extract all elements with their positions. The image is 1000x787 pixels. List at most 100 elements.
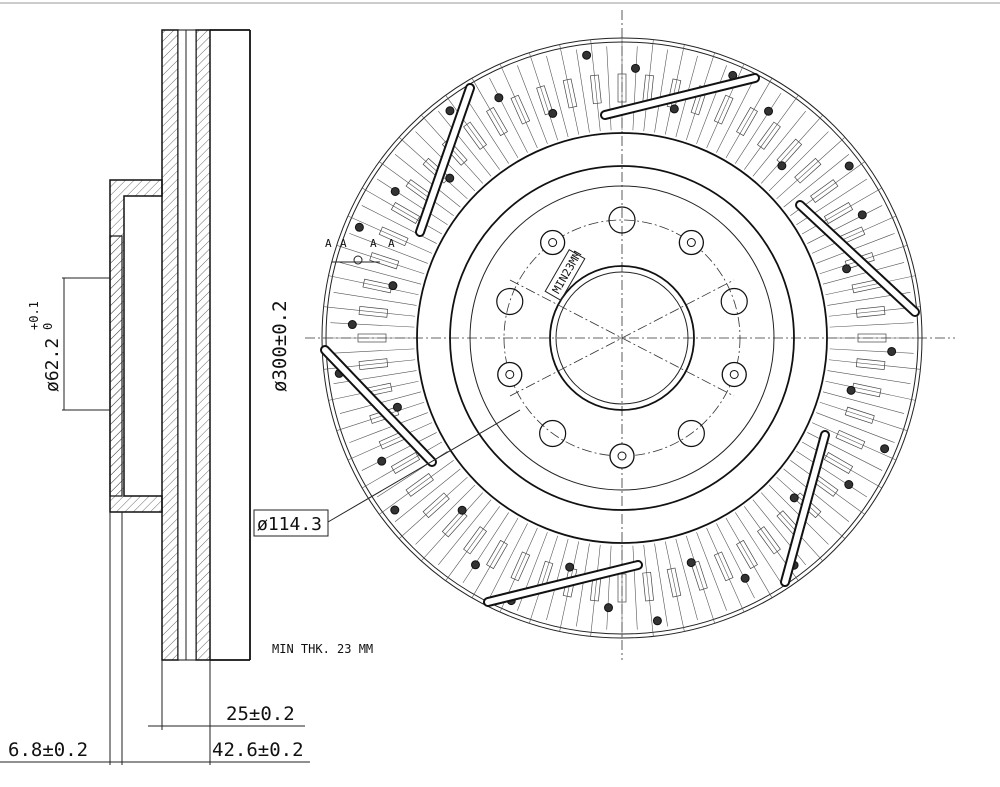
radial-tick [333,370,417,384]
drilled-hole [857,210,867,220]
drilled-hole [887,346,897,356]
radial-tick [330,322,415,328]
center-bore-tol-lower: 0 [41,323,55,330]
vent-slot [823,202,854,224]
radial-tick [829,322,914,328]
radial-tick [654,543,668,627]
drilled-hole [764,106,774,116]
vent-slot [756,121,781,150]
drilled-hole [686,558,696,568]
lug-hole [609,443,635,469]
vent-slot [736,539,758,570]
radial-tick [336,245,425,275]
locator-hole [608,206,636,234]
slot-inner [797,202,918,315]
radial-tick [696,532,727,611]
front-view: MIN23MM A A A A ø300±0.2 ø114.3 [253,10,955,660]
radial-tick [735,92,782,164]
vent-slot [794,157,822,184]
drilled-hole [390,186,400,196]
radial-tick [807,205,883,244]
radial-tick [696,65,727,144]
radial-tick [725,78,773,159]
outer-diameter-label: ø300±0.2 [269,300,291,392]
radial-tick [776,137,846,200]
vent-slot [835,429,866,450]
vent-slot [617,73,627,103]
radial-tick [776,476,846,539]
radial-tick [790,460,865,515]
radial-tick [398,137,468,200]
radial-tick [819,401,908,431]
radial-tick [811,215,897,254]
vent-slot [486,539,508,570]
radial-tick [376,178,448,225]
outboard-friction-plate [161,29,179,661]
drilled-hole [445,106,455,116]
drilled-hole [388,281,398,291]
lug-hole [539,229,566,256]
radial-tick [725,517,773,598]
vent-slot [422,492,450,519]
radial-tick [632,545,638,630]
drilled-hole [789,493,799,503]
radial-tick [825,275,916,296]
hat-thickness-dimension: 6.8±0.2 [8,739,88,761]
vent-slot [642,571,654,602]
radial-tick [829,348,914,354]
radial-tick [499,63,538,149]
drilled-hole [347,320,357,330]
radial-tick [783,468,850,522]
drilled-hole [777,161,787,171]
radial-tick [811,422,897,461]
vent-slot [510,94,531,125]
vent-slot [405,472,434,497]
radial-tick [394,468,461,522]
drilled-hole [669,104,679,114]
drilled-hole [842,264,852,274]
radial-tick [590,39,601,132]
radial-tick [362,441,443,489]
radial-tick [361,432,437,471]
slot-inner [485,562,641,605]
vent-slot [358,306,389,318]
radial-tick [664,44,685,135]
radial-tick [339,262,422,285]
radial-tick [347,215,433,254]
radial-tick [347,422,433,461]
lug-hole [497,361,523,388]
radial-tick [361,205,437,244]
lug-hole-center [505,369,515,379]
lug-hole-center [548,238,558,248]
radial-tick [828,359,921,370]
hat-height-dimension: 42.6±0.2 [212,739,304,761]
vent-slot [486,106,508,137]
section-mark-4: A [388,237,395,250]
radial-tick [323,306,416,317]
lug-hole-center [617,451,627,461]
radial-tick [362,187,443,235]
section-marks: A A A A [325,237,395,265]
drilled-hole [880,444,890,454]
vent-slot [855,358,886,370]
radial-tick [379,460,454,515]
radial-tick [546,538,569,621]
radial-tick [438,110,492,177]
vent-slot [369,252,400,270]
radial-tick [438,499,492,566]
radial-tick [706,527,745,613]
section-mark-1: A [325,237,332,250]
radial-tick [783,154,850,208]
radial-tick [632,46,638,131]
radial-tick [517,532,548,611]
radial-tick [643,39,654,132]
radial-tick [827,370,911,384]
radial-tick [643,544,654,637]
min-thickness-note: MIN THK. 23 MM [272,642,373,656]
radial-tick [752,110,806,177]
radial-tick [421,492,484,562]
locator-hole [539,419,567,448]
radial-tick [379,161,454,216]
radial-tick [716,523,755,599]
